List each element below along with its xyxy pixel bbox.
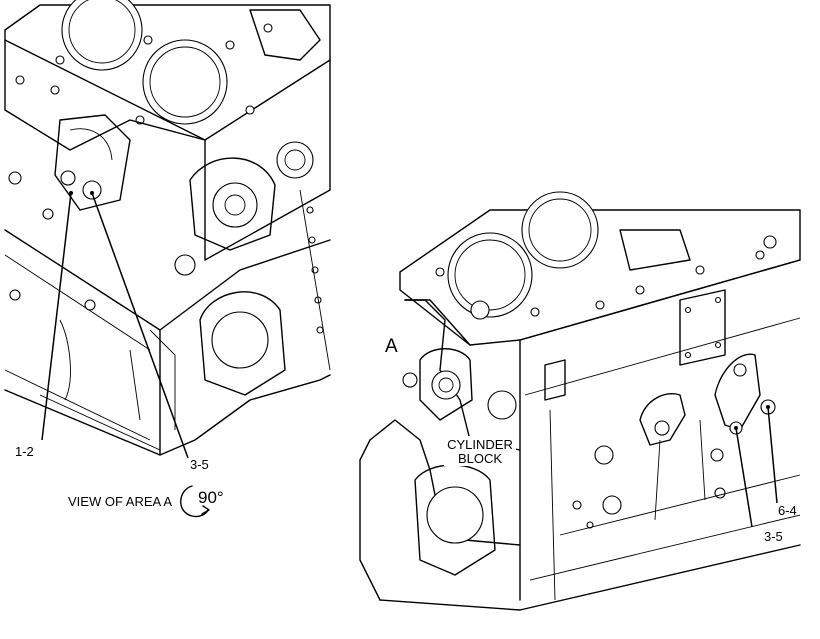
- left-engine-block-view: [4, 0, 331, 459]
- block-label: BLOCK: [458, 451, 502, 466]
- cylinder-label: CYLINDER: [447, 437, 513, 452]
- callout-1-2: 1-2: [15, 444, 34, 459]
- rotate-arrow-icon: [180, 485, 210, 518]
- rotation-label: 90°: [198, 488, 224, 507]
- area-a-marker: A: [385, 336, 398, 357]
- callout-6-4: 6-4: [778, 503, 797, 518]
- right-engine-block-view: [359, 191, 801, 611]
- view-caption: VIEW OF AREA A: [68, 494, 172, 509]
- callout-3-5-left: 3-5: [190, 457, 209, 472]
- callout-3-5-right: 3-5: [764, 529, 783, 544]
